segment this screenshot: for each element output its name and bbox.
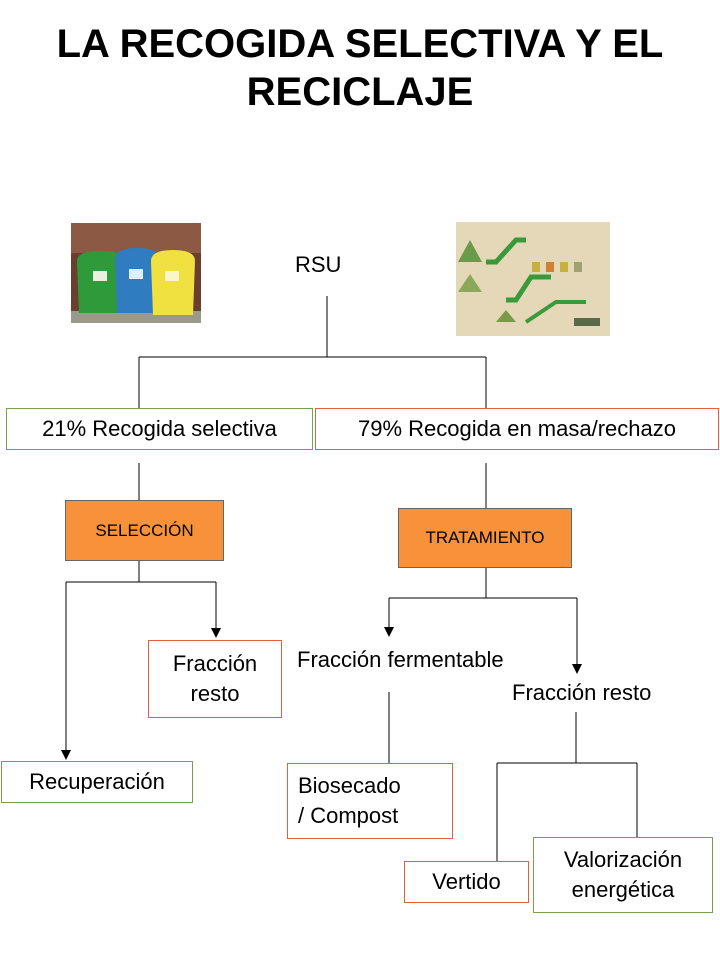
right-rest-fraction-label: Fracción resto: [512, 680, 652, 705]
selective-collection-label: 21% Recogida selectiva: [42, 416, 277, 441]
landfill-box: Vertido: [404, 861, 529, 903]
treatment-box: TRATAMIENTO: [398, 508, 572, 568]
title-line-2: RECICLAJE: [246, 70, 474, 114]
selective-collection-box: 21% Recogida selectiva: [6, 408, 313, 450]
treatment-label: TRATAMIENTO: [425, 528, 545, 547]
mass-collection-label: 79% Recogida en masa/rechazo: [358, 416, 676, 441]
biodry-compost-box: Biosecado / Compost: [287, 763, 453, 839]
energy-recovery-box: Valorización energética: [533, 837, 713, 913]
left-rest-fraction-box: Fracción resto: [148, 640, 282, 718]
biodry-line-1: Biosecado: [298, 773, 401, 798]
landfill-label: Vertido: [432, 869, 501, 894]
energy-line-2: energética: [571, 877, 675, 902]
selection-box: SELECCIÓN: [65, 500, 224, 561]
waste-treatment-plant-diagram: [456, 222, 610, 336]
left-rest-line-1: Fracción: [172, 651, 258, 676]
recycling-containers-photo: [71, 223, 201, 323]
energy-line-1: Valorización: [563, 847, 683, 872]
left-rest-line-2: resto: [190, 681, 240, 706]
fermentable-fraction-label: Fracción fermentable: [297, 647, 504, 672]
mass-collection-box: 79% Recogida en masa/rechazo: [315, 408, 719, 450]
recovery-box: Recuperación: [1, 761, 193, 803]
title-line-1: LA RECOGIDA SELECTIVA Y EL: [56, 22, 664, 66]
page-title: LA RECOGIDA SELECTIVA Y EL RECICLAJE: [0, 20, 720, 116]
biodry-line-2: / Compost: [298, 803, 399, 828]
selection-label: SELECCIÓN: [95, 520, 194, 540]
rsu-label: RSU: [295, 252, 342, 277]
recovery-label: Recuperación: [29, 769, 165, 794]
